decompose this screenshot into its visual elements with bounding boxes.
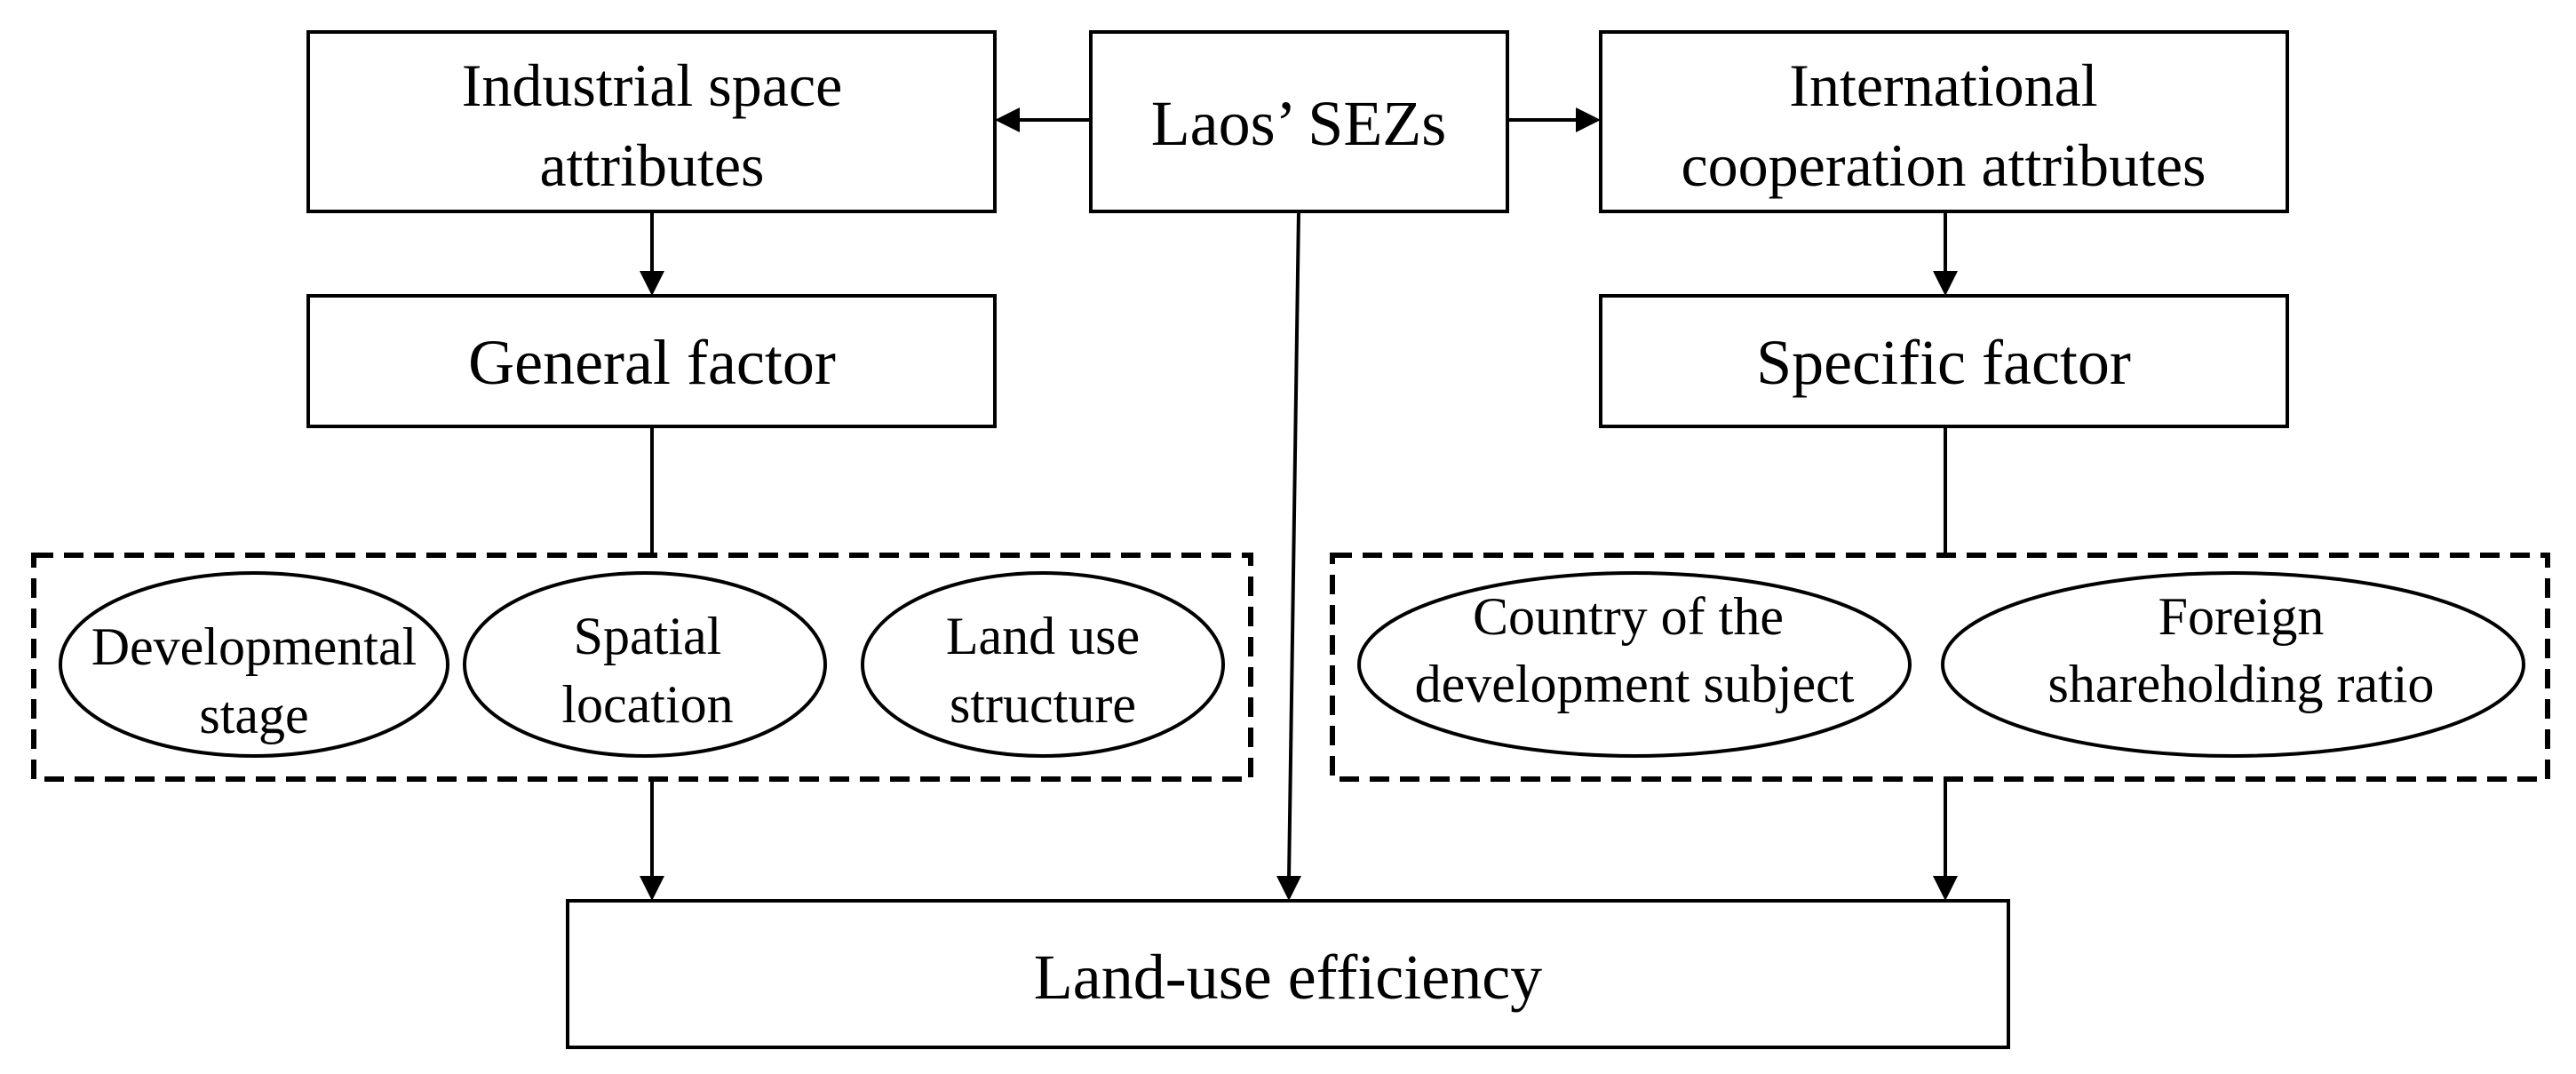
land-use-structure-oval (861, 571, 1225, 758)
specific-factors-group (1330, 553, 2550, 782)
developmental-stage-label-line1: Developmental (91, 617, 417, 676)
laos-sezs-box (1089, 30, 1509, 213)
laos-sezs-label: Laos’ SEZs (1151, 88, 1447, 159)
general-factors-group (31, 553, 1253, 782)
international-cooperation-attributes-label-line2: cooperation attributes (1681, 131, 2206, 199)
arrow-sezs-to-efficiency-head (1276, 876, 1301, 901)
specific-factor-box (1599, 294, 2289, 428)
land-use-efficiency-box (566, 899, 2010, 1049)
spatial-location-label-line2: location (561, 675, 733, 734)
country-of-development-subject-oval (1357, 571, 1912, 758)
spatial-location-label-line1: Spatial (574, 607, 722, 665)
industrial-space-attributes-label-line2: attributes (539, 131, 764, 199)
arrow-sezs-to-efficiency (1287, 211, 1300, 880)
country-of-development-subject-label-line2: development subject (1415, 655, 1855, 713)
foreign-shareholding-ratio-oval (1941, 571, 2525, 758)
country-of-development-subject-label-line1: Country of the (1473, 587, 1784, 646)
arrow-industrial-to-general-head (640, 271, 664, 296)
arrow-sezs-to-international-head (1576, 107, 1601, 132)
developmental-stage-label-line2: stage (199, 686, 308, 744)
general-factor-label: General factor (468, 327, 836, 398)
developmental-stage-oval (59, 571, 449, 758)
spatial-location-oval (463, 571, 827, 758)
foreign-shareholding-ratio-label-line1: Foreign (2159, 587, 2325, 646)
industrial-space-attributes-box (306, 30, 997, 213)
arrow-specific-group-to-efficiency-head (1933, 876, 1958, 901)
arrow-general-group-to-efficiency-head (640, 876, 664, 901)
specific-factor-label: Specific factor (1756, 327, 2131, 398)
international-cooperation-attributes-label-line1: International (1789, 52, 2097, 119)
industrial-space-attributes-label-line1: Industrial space (462, 52, 843, 119)
arrow-sezs-to-industrial-head (995, 107, 1020, 132)
arrow-international-to-specific-head (1933, 271, 1958, 296)
international-cooperation-attributes-box (1599, 30, 2289, 213)
foreign-shareholding-ratio-label-line2: shareholding ratio (2048, 655, 2435, 713)
land-use-structure-label-line2: structure (950, 675, 1136, 734)
land-use-efficiency-label: Land-use efficiency (1034, 942, 1542, 1013)
land-use-structure-label-line1: Land use (946, 607, 1140, 665)
general-factor-box (306, 294, 997, 428)
